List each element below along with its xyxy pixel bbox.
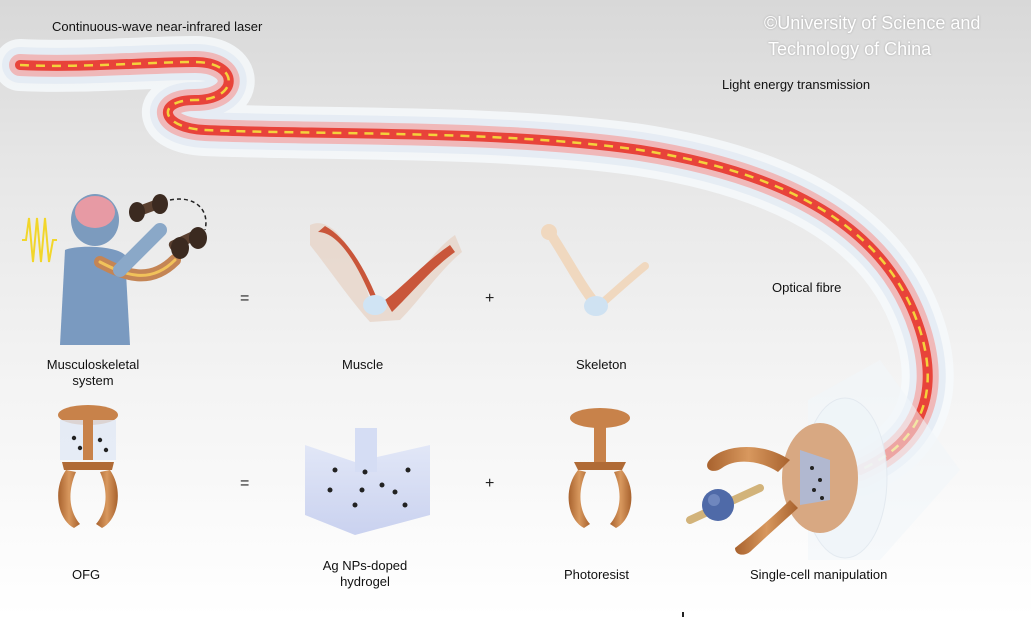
label-skeleton: Skeleton — [576, 357, 627, 372]
copyright-line1: ©University of Science and — [764, 13, 981, 33]
hydrogel-block — [305, 428, 430, 535]
copyright-notice: ©University of Science and Technology of… — [764, 10, 980, 62]
label-light-energy: Light energy transmission — [722, 77, 871, 92]
plus-sign-bottom: + — [485, 475, 495, 492]
label-muscle: Muscle — [342, 357, 384, 372]
equals-sign-top: = — [240, 290, 250, 307]
label-photoresist: Photoresist — [564, 567, 630, 582]
dumbbell-icon — [168, 227, 207, 259]
label-hydrogel: Ag NPs-doped hydrogel — [305, 558, 425, 590]
label-optical-fibre: Optical fibre — [772, 280, 842, 295]
label-hydrogel-line1: Ag NPs-doped — [322, 558, 408, 573]
label-musculoskeletal-line1: Musculoskeletal — [46, 357, 140, 372]
signal-pulse-icon — [22, 217, 57, 263]
label-hydrogel-line2: hydrogel — [340, 574, 390, 589]
skeleton-illustration — [541, 224, 649, 316]
photoresist-gripper — [568, 408, 632, 528]
label-laser: Continuous-wave near-infrared laser — [52, 19, 263, 34]
label-single-cell: Single-cell manipulation — [750, 567, 888, 582]
plus-sign-top: + — [485, 290, 495, 307]
cell-icon — [702, 489, 734, 521]
single-cell-gripper — [686, 423, 858, 555]
laser-beam — [9, 50, 939, 481]
label-musculoskeletal-line2: system — [72, 373, 114, 388]
muscle-illustration — [310, 223, 462, 322]
ofg-gripper — [58, 405, 118, 528]
label-musculoskeletal: Musculoskeletal system — [38, 357, 148, 389]
label-ofg: OFG — [72, 567, 101, 582]
optical-fibre — [0, 35, 954, 496]
copyright-line2: Technology of China — [768, 39, 932, 59]
human-figure-illustration — [22, 194, 207, 345]
dumbbell-icon — [129, 194, 168, 222]
equals-sign-bottom: = — [240, 475, 250, 492]
